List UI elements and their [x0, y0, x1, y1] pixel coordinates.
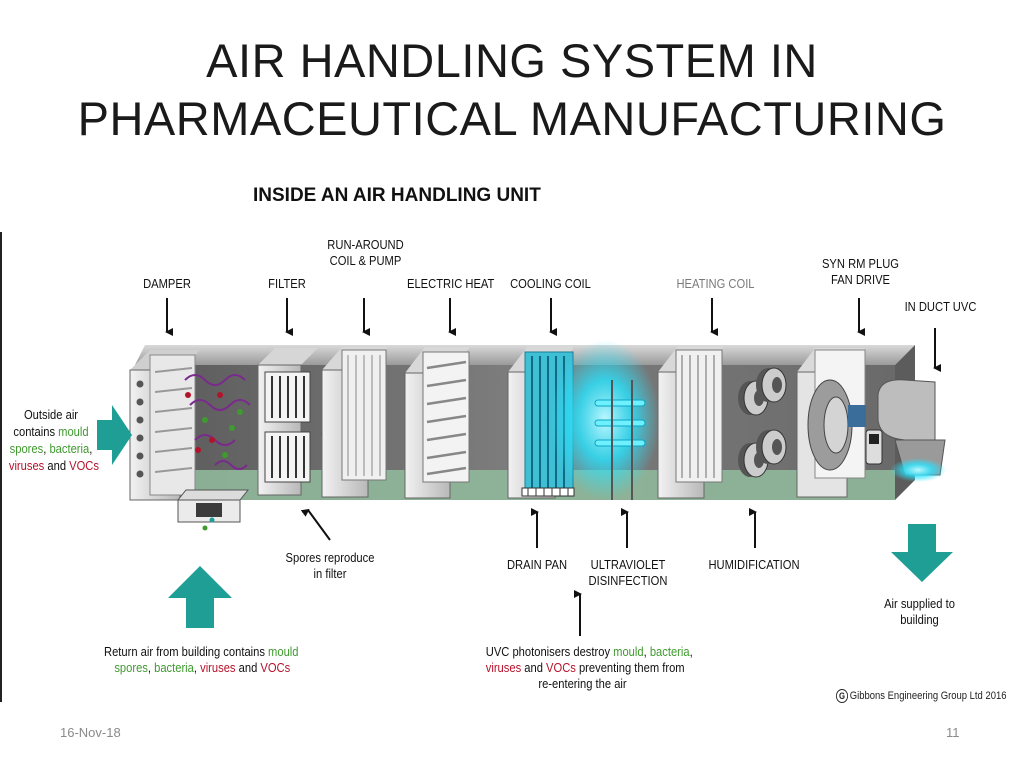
- outside-air-note: Outside air contains mould spores, bacte…: [8, 406, 99, 474]
- return-air-comma-1: ,: [147, 660, 155, 675]
- title-line-2: PHARMACEUTICAL MANUFACTURING: [77, 92, 947, 145]
- label-damper: DAMPER: [143, 276, 191, 291]
- uvc-viruses: viruses: [485, 660, 522, 675]
- uvc-line-1: UVC photonisers destroy mould, bacteria,: [485, 644, 693, 660]
- outside-air-viruses: viruses: [8, 458, 45, 473]
- uvc-and: and: [521, 660, 547, 675]
- electric-heat-unit: [404, 347, 470, 499]
- return-air-and: and: [235, 660, 261, 675]
- run-around-coil-unit: [321, 347, 388, 498]
- label-ultraviolet-disinfection: ULTRAVIOLET DISINFECTION: [588, 557, 668, 589]
- outside-air-comma-1: ,: [43, 441, 50, 456]
- spores-line-2: in filter: [313, 566, 347, 581]
- return-air-bacteria: bacteria: [154, 660, 194, 675]
- return-air-comma-2: ,: [193, 660, 201, 675]
- slide-page-number: 11: [946, 725, 960, 740]
- label-humidification: HUMIDIFICATION: [708, 557, 800, 572]
- outside-air-spores: spores: [9, 441, 44, 456]
- outside-air-mould: mould: [58, 424, 89, 439]
- label-fan-drive: SYN RM PLUG FAN DRIVE: [820, 256, 902, 288]
- label-air-supplied: Air supplied to building: [879, 596, 961, 628]
- pointer-arrows: [165, 298, 941, 636]
- outside-air-comma-2: ,: [89, 441, 93, 456]
- heating-coil-unit: [657, 346, 724, 499]
- label-cooling-coil: COOLING COIL: [510, 276, 591, 291]
- outside-air-bacteria: bacteria: [49, 441, 90, 456]
- uv-line-2: DISINFECTION: [588, 573, 668, 588]
- uvc-comma-1: ,: [643, 644, 650, 659]
- return-air-note: Return air from building contains mould …: [104, 644, 299, 676]
- label-heating-coil: HEATING COIL: [676, 276, 755, 291]
- label-run-around-line-1: RUN-AROUND: [327, 237, 404, 252]
- label-drain-pan: DRAIN PAN: [506, 557, 568, 572]
- outside-air-line-1: Outside air: [23, 407, 79, 422]
- uvc-line-2: viruses and VOCs preventing them from: [485, 660, 685, 676]
- uvc-vocs: VOCs: [546, 660, 576, 675]
- return-air-mould: mould: [268, 644, 299, 659]
- uvc-comma-2: ,: [689, 644, 693, 659]
- label-fan-line-2: FAN DRIVE: [830, 272, 891, 287]
- plug-fan-unit: [796, 348, 883, 498]
- uvc-text-1: UVC photonisers destroy: [485, 644, 614, 659]
- slide-date: 16-Nov-18: [60, 725, 121, 740]
- uvc-text-2: preventing them from: [575, 660, 685, 675]
- copyright-text: Gibbons Engineering Group Ltd 2016: [849, 690, 1007, 702]
- title-line-1: AIR HANDLING SYSTEM IN: [206, 34, 818, 87]
- label-filter: FILTER: [268, 276, 306, 291]
- spores-line-1: Spores reproduce: [285, 550, 375, 565]
- label-fan-line-1: SYN RM PLUG: [821, 256, 900, 271]
- outside-air-line-2: contains mould: [9, 423, 93, 440]
- return-air-line-2: spores, bacteria, viruses and VOCs: [104, 660, 299, 676]
- uvc-line-3: re-entering the air: [538, 676, 627, 691]
- return-air-line-1: Return air from building contains mould: [104, 644, 299, 660]
- supplied-line-1: Air supplied to: [884, 596, 955, 611]
- outside-air-vocs: VOCs: [69, 458, 99, 473]
- supplied-line-2: building: [900, 612, 939, 627]
- outside-air-line-4: viruses and VOCs: [8, 457, 99, 474]
- outside-air-arrow: [97, 405, 132, 465]
- label-in-duct-uvc: IN DUCT UVC: [904, 299, 977, 314]
- uv-line-1: ULTRAVIOLET: [590, 557, 666, 572]
- label-spores-reproduce: Spores reproduce in filter: [283, 550, 378, 582]
- outside-air-line-3: spores, bacteria,: [9, 440, 93, 457]
- airflow-arrows: [97, 405, 953, 628]
- slide-title: AIR HANDLING SYSTEM IN PHARMACEUTICAL MA…: [0, 32, 1024, 148]
- return-air-arrow: [168, 566, 232, 628]
- label-electric-heat: ELECTRIC HEAT: [407, 276, 495, 291]
- return-air-text: Return air from building contains: [104, 644, 269, 659]
- uvc-mould: mould: [613, 644, 644, 659]
- slide-edge-line: [0, 232, 2, 702]
- outside-air-and: and: [44, 458, 70, 473]
- diagram-subtitle: INSIDE AN AIR HANDLING UNIT: [253, 185, 541, 206]
- humidifier-nozzles: [738, 367, 787, 478]
- uvc-bacteria: bacteria: [649, 644, 690, 659]
- label-run-around-line-2: COIL & PUMP: [329, 253, 402, 268]
- damper-unit: [129, 350, 200, 501]
- copyright-logo-icon: G: [836, 689, 849, 703]
- uv-lamps: [550, 340, 660, 500]
- return-air-spores: spores: [114, 660, 148, 675]
- label-run-around-coil: RUN-AROUND COIL & PUMP: [325, 237, 407, 269]
- filter-unit: [257, 348, 341, 496]
- uvc-note: UVC photonisers destroy mould, bacteria,…: [485, 644, 693, 692]
- return-air-viruses: viruses: [200, 660, 236, 675]
- return-air-inlet: [176, 489, 250, 523]
- outlet-duct: [877, 379, 946, 482]
- outside-air-contains: contains: [13, 424, 59, 439]
- return-air-vocs: VOCs: [260, 660, 291, 675]
- supply-air-arrow: [891, 524, 953, 582]
